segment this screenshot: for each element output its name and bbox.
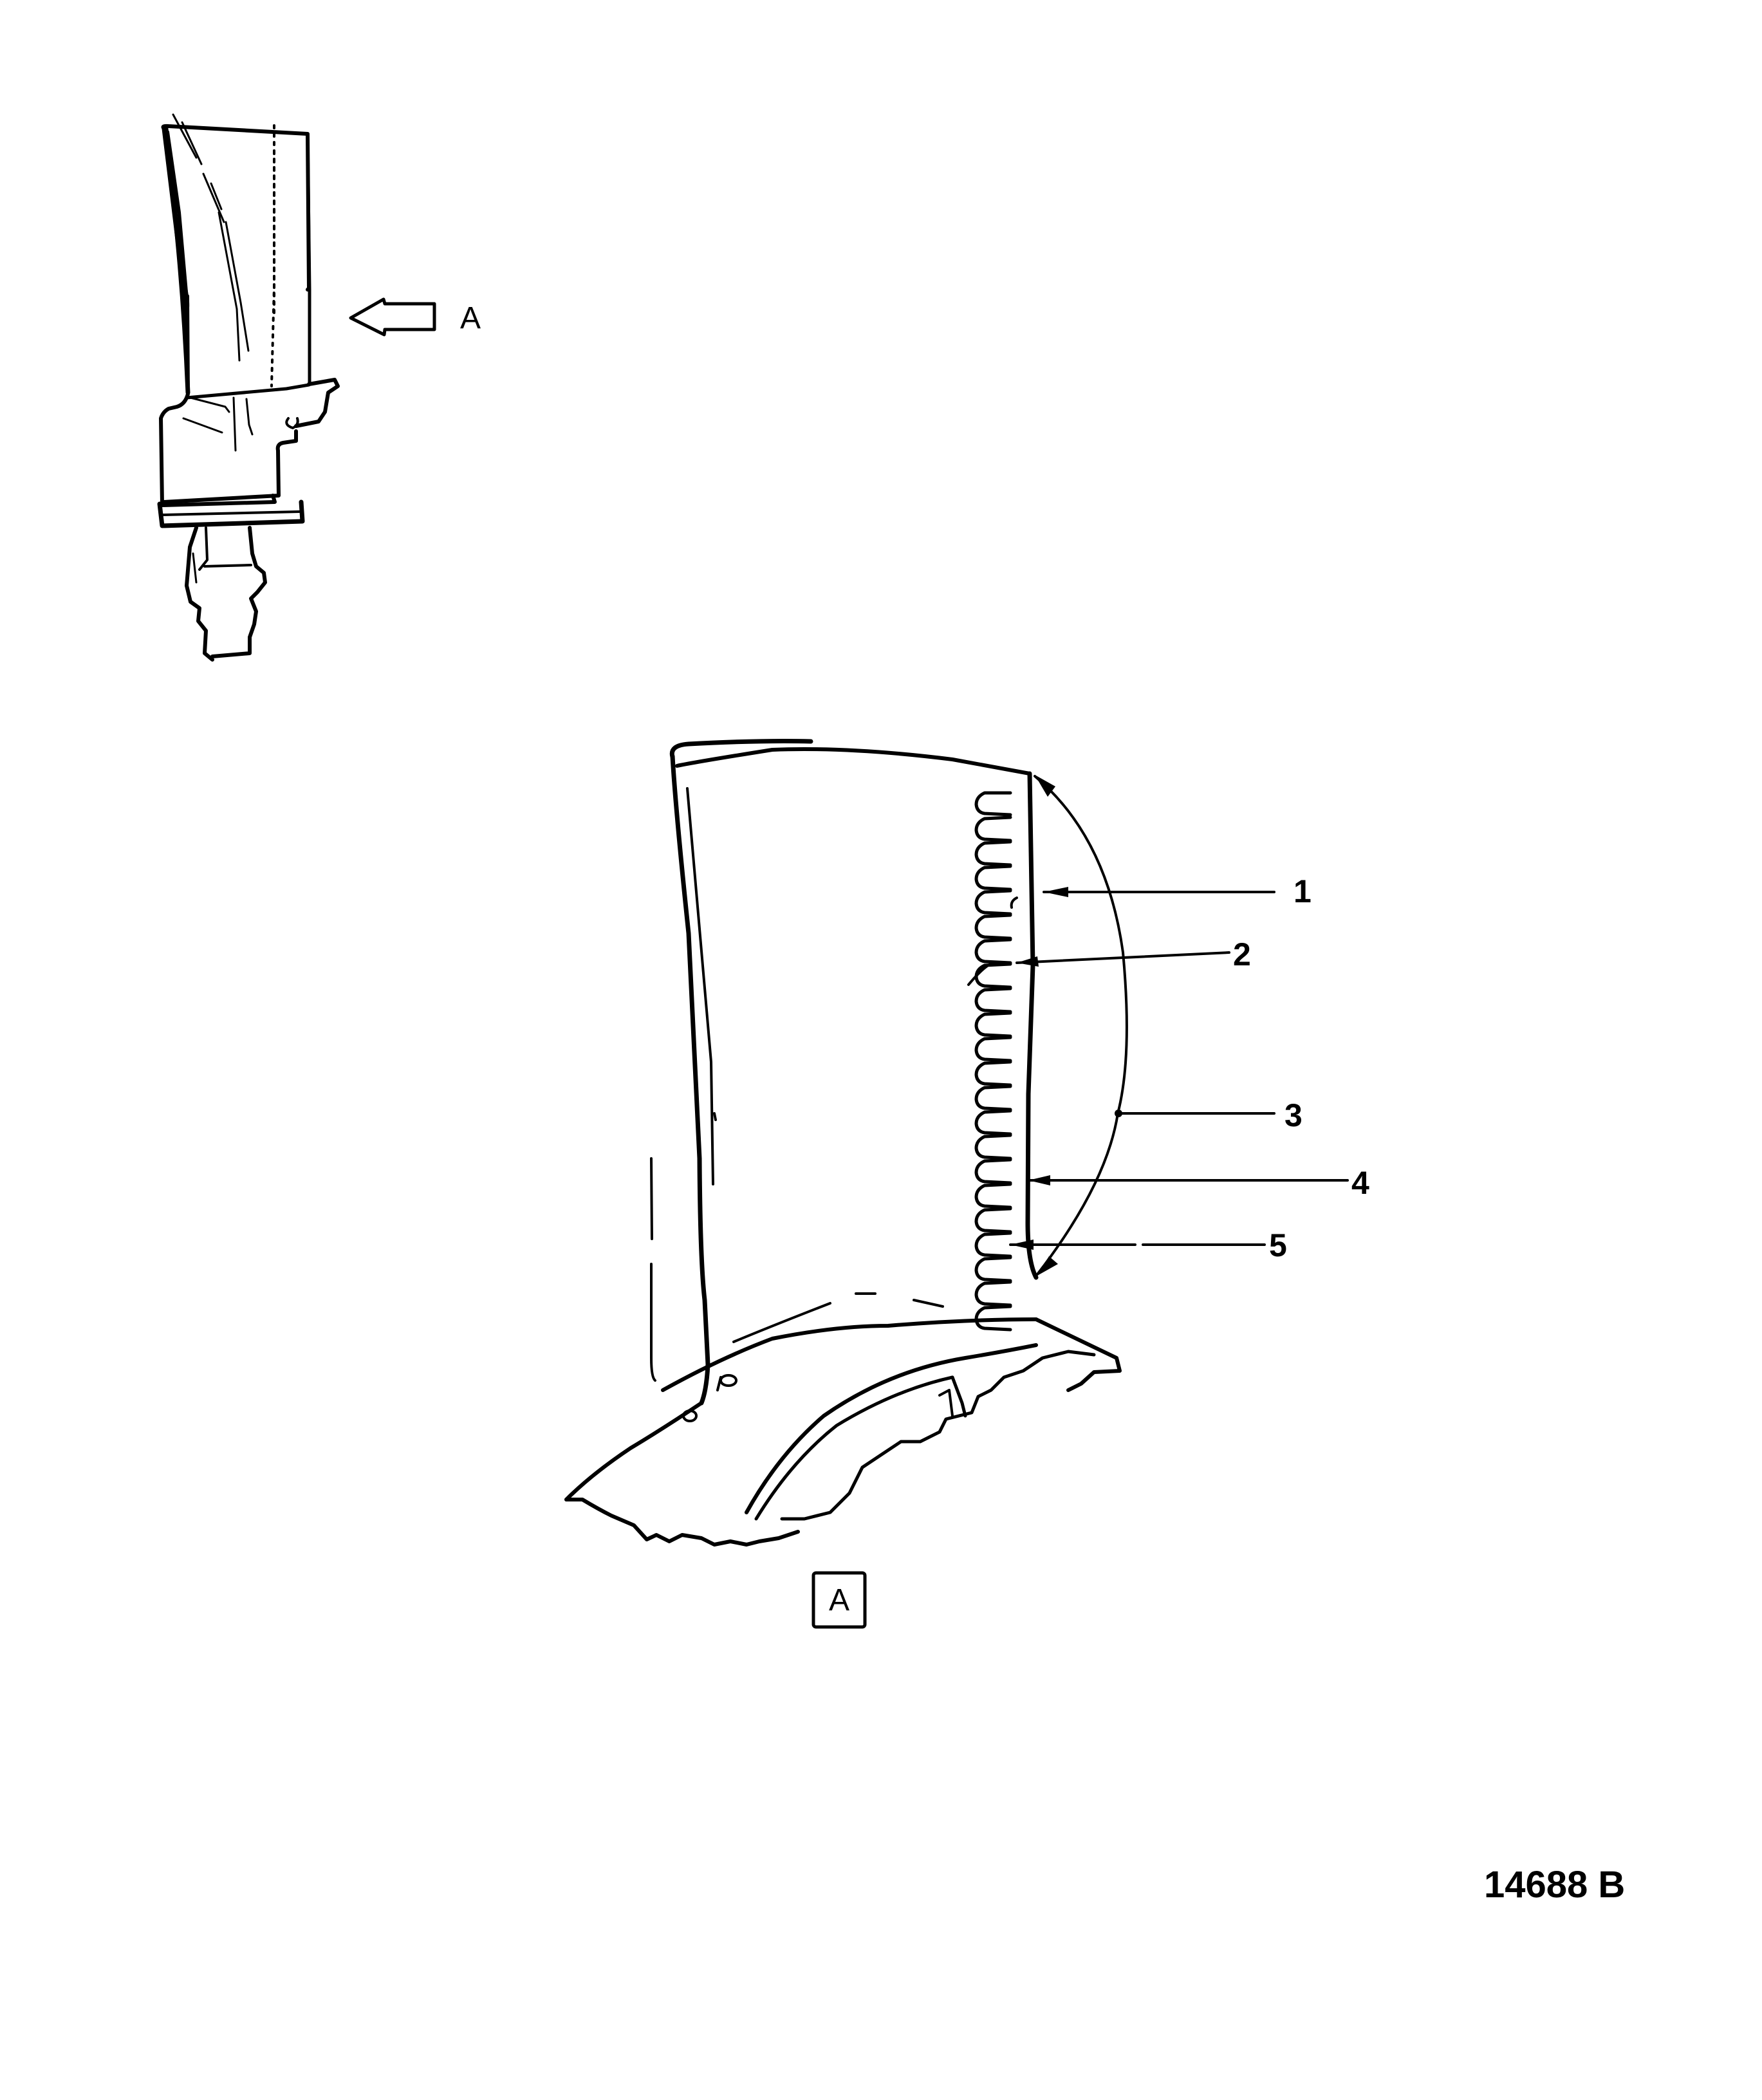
figure-number: 14688 B — [1484, 1864, 1625, 1906]
overview-blade — [157, 113, 340, 662]
trailing-edge-cooling-slots — [974, 791, 1012, 1332]
detail-view-label: A — [811, 1571, 867, 1629]
cooling-holes-dotted — [270, 124, 275, 387]
callout-2-label: 2 — [1233, 936, 1251, 972]
arc-arrowhead-top — [1035, 775, 1055, 797]
detail-blade — [564, 739, 1122, 1547]
span-arc — [1034, 775, 1128, 1276]
view-arrow-a: A — [349, 297, 481, 337]
callout-4-label: 4 — [1351, 1165, 1369, 1201]
callouts: 1 2 3 4 5 — [1009, 873, 1369, 1263]
left-arrow-icon — [349, 297, 436, 337]
fir-tree-root — [185, 526, 267, 662]
callout-3-label: 3 — [1284, 1097, 1303, 1133]
detail-view-label-text: A — [829, 1583, 849, 1617]
view-arrow-label: A — [460, 301, 481, 335]
callout-5-label: 5 — [1269, 1227, 1287, 1263]
callout-1-label: 1 — [1294, 873, 1312, 909]
arc-arrowhead-bottom — [1037, 1256, 1058, 1276]
